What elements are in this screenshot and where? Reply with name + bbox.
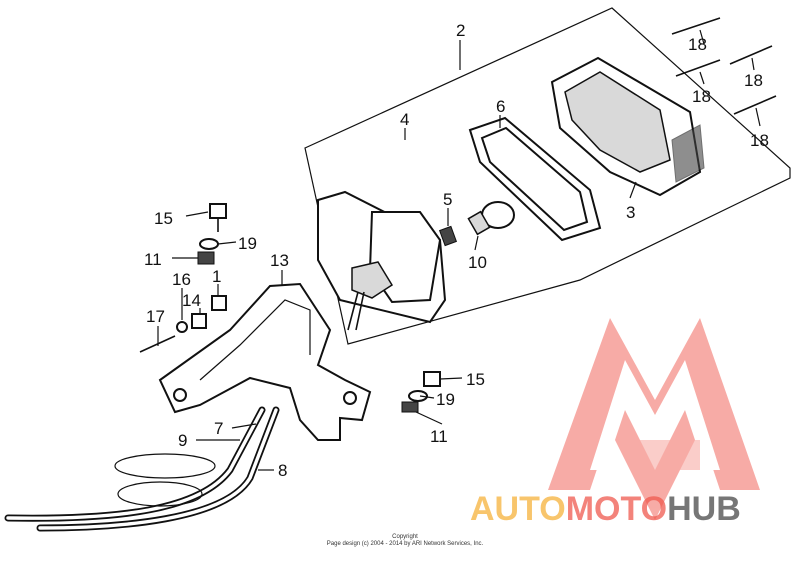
taillight-bracket [158, 282, 372, 441]
callout-16: 16 [172, 270, 191, 289]
copyright-line-2: Page design (c) 2004 - 2014 by ARI Netwo… [326, 541, 484, 547]
bulb [467, 201, 515, 236]
callout-19-b: 19 [436, 390, 455, 409]
taillight-housing [317, 190, 447, 331]
watermark-part-moto: MOTO [565, 490, 668, 528]
callout-1: 1 [212, 267, 221, 286]
hardware-right [401, 371, 441, 413]
callout-18-c: 18 [744, 71, 763, 90]
callout-15-a: 15 [154, 209, 173, 228]
assembly-outline [304, 7, 791, 345]
wiring [4, 406, 280, 532]
callout-2: 2 [456, 21, 465, 40]
lens-gasket [468, 116, 602, 242]
pins [671, 17, 777, 115]
callout-5: 5 [443, 190, 452, 209]
screw [438, 225, 458, 247]
callout-17: 17 [146, 307, 165, 326]
callout-19-a: 19 [238, 234, 257, 253]
callout-10: 10 [468, 253, 487, 272]
callout-6: 6 [496, 97, 505, 116]
callout-13: 13 [270, 251, 289, 270]
callout-11-a: 11 [144, 250, 162, 269]
watermark-logo-icon [548, 318, 760, 520]
watermark-part-hub: HUB [667, 490, 741, 528]
watermark-wordmark: AUTOMOTOHUB [470, 490, 741, 529]
leader-lines [157, 29, 761, 471]
callout-18-a: 18 [688, 35, 707, 54]
callout-18-b: 18 [692, 87, 711, 106]
callout-4: 4 [400, 110, 409, 129]
callout-8: 8 [278, 461, 287, 480]
callout-labels: 2 4 6 3 5 10 18 18 18 18 15 19 11 16 1 1… [144, 21, 769, 480]
callout-14: 14 [182, 291, 201, 310]
hardware-left [139, 203, 227, 353]
taillight-lens [550, 56, 705, 197]
copyright-line-1: Copyright [392, 534, 418, 540]
callout-3: 3 [626, 203, 635, 222]
copyright-notice: Copyright Page design (c) 2004 - 2014 by… [300, 534, 510, 548]
watermark-part-auto: AUTO [470, 490, 566, 528]
callout-11-b: 11 [430, 427, 448, 446]
callout-15-b: 15 [466, 370, 485, 389]
callout-7: 7 [214, 419, 223, 438]
callout-9: 9 [178, 431, 187, 450]
callout-18-d: 18 [750, 131, 769, 150]
